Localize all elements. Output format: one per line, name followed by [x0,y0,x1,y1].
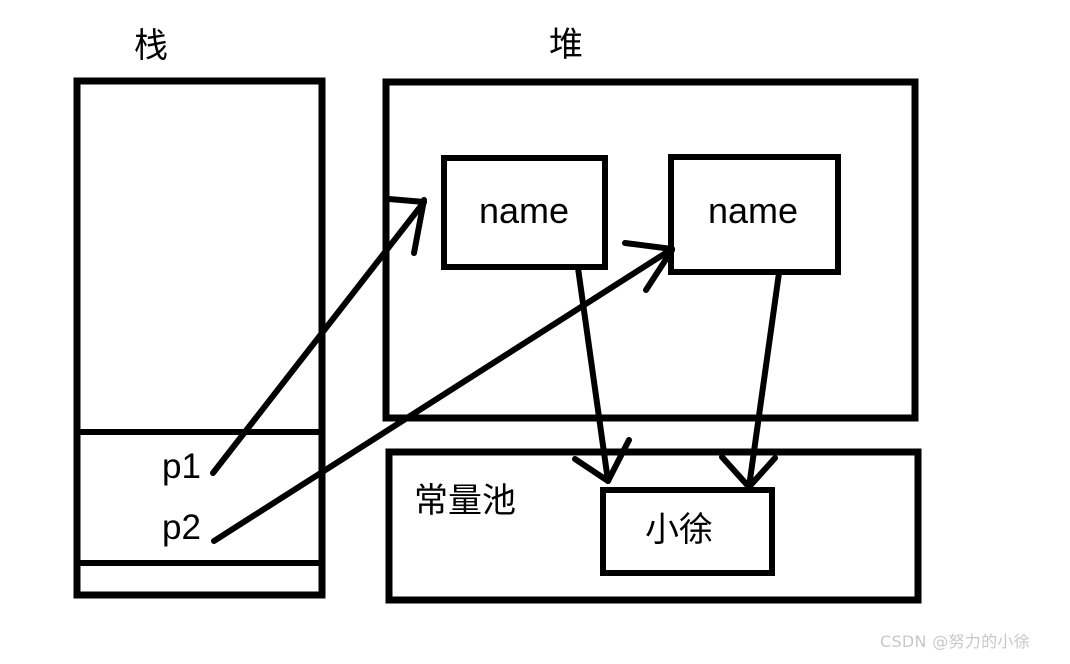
constant-pool-box [385,448,922,604]
stack-slot-p1: p1 [162,447,201,486]
arrow-p2-to-name2 [211,240,675,544]
constant-pool-label: 常量池 [414,481,516,521]
csdn-watermark: CSDN @努力的小徐 [880,632,1031,651]
stack-title: 栈 [134,26,168,66]
stack-box [73,77,326,599]
string-literal-label: 小徐 [645,510,713,550]
name-object-box-1 [441,155,608,270]
name-object-box-2 [668,154,841,275]
arrow-name2-to-literal [719,270,782,490]
arrow-p1-to-name1 [210,196,427,476]
name-object-label-2: name [708,190,799,231]
string-literal-box [600,487,775,576]
arrow-name1-to-literal [572,265,632,484]
name-object-label-1: name [479,190,570,231]
heap-title: 堆 [549,25,583,65]
stack-slot-p2: p2 [162,508,201,547]
